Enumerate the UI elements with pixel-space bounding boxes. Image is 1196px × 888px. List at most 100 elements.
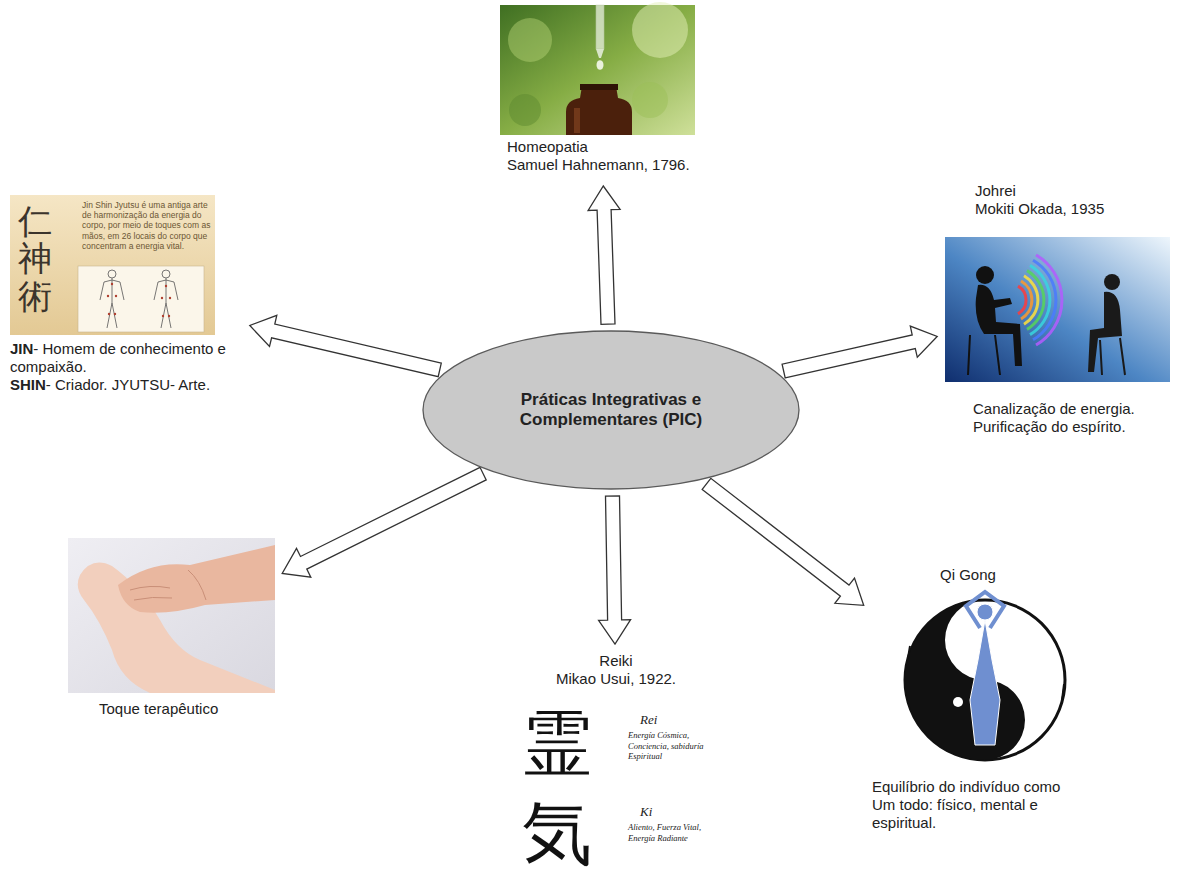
text-block: Equilíbrio do indivíduo como Um todo: fí… [872, 778, 1067, 832]
text-block: Homeopatia [507, 138, 588, 156]
homeopathy-photo-part [632, 2, 688, 58]
homeopathy-photo-part [597, 60, 604, 70]
jin-shin-card-part-part [168, 315, 170, 317]
block-arrow [588, 186, 620, 324]
homeopathy-photo [500, 2, 695, 135]
yin-yang-picture-part [953, 697, 963, 707]
jin-shin-card [10, 195, 215, 335]
johrei-picture-part [976, 285, 1022, 366]
homeopathy-photo-part [509, 94, 541, 126]
johrei-picture-part [976, 266, 994, 284]
block-arrow [782, 326, 937, 378]
node-text: Samuel Hahnemann, 1796. [507, 156, 690, 173]
text-line: Reiki [500, 652, 732, 670]
node-text: Johrei [975, 182, 1016, 199]
touch-photo-part [130, 570, 206, 600]
text-block: Rei [640, 712, 657, 728]
homeopathy-photo-part [566, 86, 632, 135]
homeopathy-photo-part [580, 84, 618, 90]
node-text: JIN [10, 340, 33, 357]
jin-shin-card-part [107, 283, 171, 317]
text-block: Samuel Hahnemann, 1796. [507, 156, 690, 174]
johrei-picture-part-part [1018, 286, 1026, 314]
node-text: Qi Gong [940, 566, 996, 583]
text-block: ReikiMikao Usui, 1922. [500, 652, 732, 688]
node-text: Mikao Usui, 1922. [556, 670, 676, 687]
johrei-picture-part [1018, 255, 1062, 345]
homeopathy-photo-part [632, 82, 668, 118]
text-line: Homeopatia [507, 138, 588, 156]
text-line: Canalização de energia. Purificação do e… [973, 400, 1158, 436]
node-text: Toque terapêutico [99, 700, 218, 717]
text-line: 霊 [522, 708, 592, 778]
node-text: - Criador. JYUTSU- Arte. [46, 376, 210, 393]
text-line: Toque terapêutico [99, 700, 218, 718]
text-block: Toque terapêutico [99, 700, 218, 718]
node-text: Reiki [599, 652, 632, 669]
node-text: Práticas Integrativas e Complementares (… [520, 390, 702, 429]
yin-yang-picture [905, 592, 1065, 760]
touch-photo-part [118, 545, 275, 613]
node-text: Jin Shin Jyutsu é uma antiga arte de har… [82, 200, 211, 251]
johrei-picture-part-part [1036, 255, 1062, 345]
practice-item: Toque terapêutico [68, 535, 275, 722]
text-block: Ki [640, 804, 652, 820]
practice-item: HomeopatiaSamuel Hahnemann, 1796. [500, 5, 700, 178]
block-arrow [282, 467, 486, 577]
text-line: Práticas Integrativas e Complementares (… [491, 390, 731, 431]
jin-shin-card-part-part [111, 283, 113, 285]
text-block: Canalização de energia. Purificação do e… [973, 400, 1158, 436]
text-line: Samuel Hahnemann, 1796. [507, 156, 690, 174]
practice-item: JohreiMokiti Okada, 1935Canalização de e… [945, 178, 1173, 440]
jin-shin-card-part-part [162, 270, 170, 278]
jin-shin-card-part-part [169, 297, 171, 299]
text-block: 仁神術 [18, 203, 52, 315]
jin-shin-card-part-part [108, 313, 110, 315]
homeopathy-photo-part [596, 49, 604, 58]
text-block: Johrei [975, 182, 1016, 200]
jin-shin-card-part-part [107, 295, 109, 297]
node-text: Aliento, Fuerza Vital, Energía Radiante [628, 822, 701, 843]
text-block: 気 [522, 798, 592, 868]
text-line: Equilíbrio do indivíduo como Um todo: fí… [872, 778, 1067, 832]
johrei-picture-part [1100, 338, 1125, 375]
ellipse-shape [423, 331, 799, 489]
text-line: Qi Gong [940, 566, 996, 584]
text-line: Jin Shin Jyutsu é uma antiga arte de har… [82, 200, 212, 251]
text-line: Ki [640, 804, 652, 820]
node-text: Canalização de energia. Purificação do e… [973, 400, 1135, 435]
jin-shin-card-part-part [165, 285, 167, 287]
node-text: - Homem de conhecimento e compaixão. [10, 340, 226, 375]
text-block: Energía Cósmica, Conciencia, sabiduría E… [628, 730, 726, 762]
jin-shin-card-part-part [114, 313, 116, 315]
yin-yang-picture-part [905, 600, 1025, 760]
jin-shin-card-part-part [161, 297, 163, 299]
johrei-picture [945, 237, 1170, 382]
text-block: Qi Gong [940, 566, 996, 584]
node-text: Ki [640, 804, 652, 819]
vertical-kanji: 仁神術 [18, 201, 52, 316]
text-line: JIN- Homem de conhecimento e compaixão. [10, 340, 238, 376]
node-text: Rei [640, 712, 657, 727]
johrei-picture-part-part [1030, 265, 1050, 334]
practice-item: ReikiMikao Usui, 1922. 霊 ReiEnergía Cósmic… [500, 652, 734, 872]
yin-yang-picture-part [905, 600, 1065, 760]
jin-shin-card-part-part [162, 315, 164, 317]
homeopathy-photo-part [596, 5, 604, 49]
block-arrow [599, 496, 631, 644]
practice-item: Qi GongEquilíbrio do indivíduo como Um t… [870, 566, 1105, 836]
touch-photo-part [68, 538, 275, 693]
text-line: Mikao Usui, 1922. [500, 670, 732, 688]
node-text: 気 [522, 792, 592, 874]
yin-yang-picture-part [970, 620, 1000, 745]
johrei-picture-part [968, 335, 1000, 375]
node-text: Equilíbrio do indivíduo como Um todo: fí… [872, 778, 1060, 831]
node-text: Energía Cósmica, Conciencia, sabiduría E… [628, 730, 704, 761]
jin-shin-card-part-part [154, 278, 178, 328]
node-text: Mokiti Okada, 1935 [975, 200, 1104, 217]
jin-shin-card-part [100, 270, 178, 328]
johrei-picture-part [945, 237, 1170, 382]
text-block: JIN- Homem de conhecimento e compaixão.S… [10, 340, 238, 394]
practice-item: 仁神術 Jin Shin Jyutsu é uma antiga arte de … [10, 195, 242, 398]
yin-yang-picture-part [977, 604, 993, 620]
